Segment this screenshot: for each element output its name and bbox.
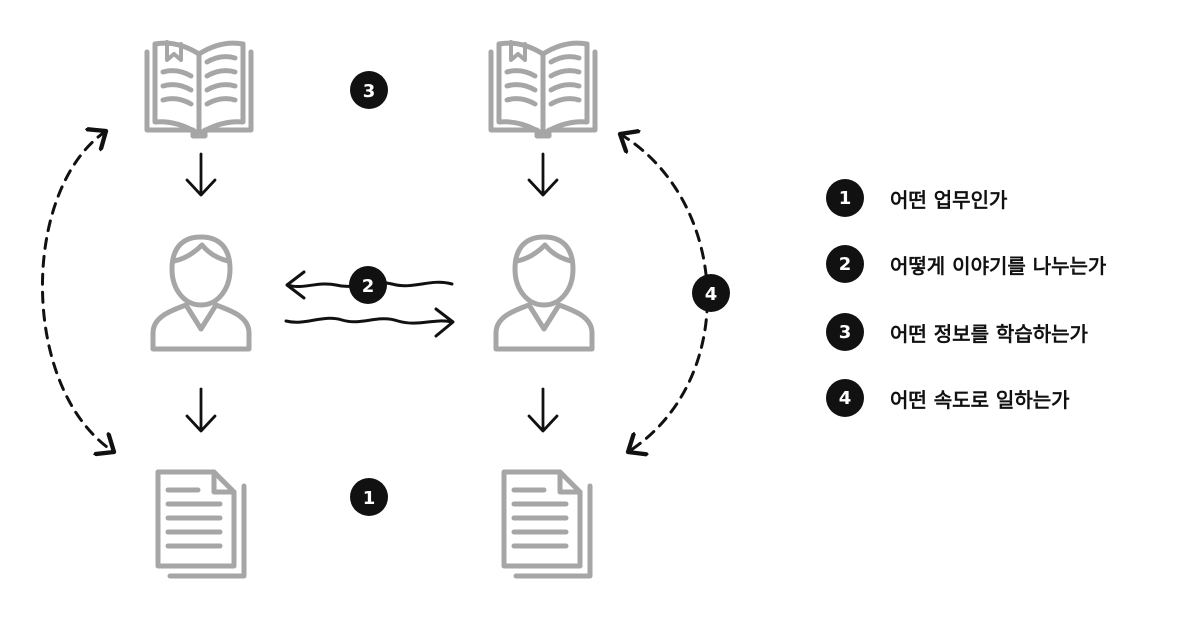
legend-item: 2 어떻게 이야기를 나누는가 — [826, 244, 1186, 284]
document-icon — [155, 469, 247, 579]
badge-1: 1 — [350, 478, 388, 516]
legend-label: 어떻게 이야기를 나누는가 — [890, 253, 1107, 278]
left-dashed-loop — [41, 131, 114, 452]
legend-number-badge: 3 — [826, 313, 864, 351]
legend-item: 3 어떤 정보를 학습하는가 — [826, 312, 1186, 352]
document-icon — [501, 469, 593, 579]
legend-label: 어떤 업무인가 — [890, 187, 1008, 212]
legend-item: 1 어떤 업무인가 — [826, 178, 1186, 218]
badge-4: 4 — [692, 274, 730, 312]
svg-text:4: 4 — [705, 284, 718, 305]
down-arrow — [185, 152, 217, 197]
svg-text:2: 2 — [362, 276, 375, 297]
legend-number-badge: 2 — [826, 245, 864, 283]
conversation-arrow-right — [284, 307, 455, 338]
book-icon — [144, 40, 254, 139]
legend-item: 4 어떤 속도로 일하는가 — [826, 378, 1186, 418]
down-arrow — [527, 152, 559, 197]
book-icon — [488, 40, 598, 139]
down-arrow — [527, 387, 559, 433]
person-icon — [150, 234, 252, 352]
badge-3: 3 — [350, 71, 388, 109]
person-icon — [493, 234, 595, 352]
svg-text:1: 1 — [363, 488, 376, 509]
legend-number-badge: 4 — [826, 379, 864, 417]
legend-number-badge: 1 — [826, 179, 864, 217]
legend: 1 어떤 업무인가 2 어떻게 이야기를 나누는가 3 어떤 정보를 학습하는가… — [826, 178, 1186, 444]
legend-label: 어떤 속도로 일하는가 — [890, 387, 1070, 412]
diagram-canvas: 3 2 4 1 — [41, 40, 730, 579]
svg-text:3: 3 — [363, 81, 376, 102]
legend-label: 어떤 정보를 학습하는가 — [890, 321, 1088, 346]
badge-2: 2 — [349, 266, 387, 304]
down-arrow — [185, 387, 217, 433]
